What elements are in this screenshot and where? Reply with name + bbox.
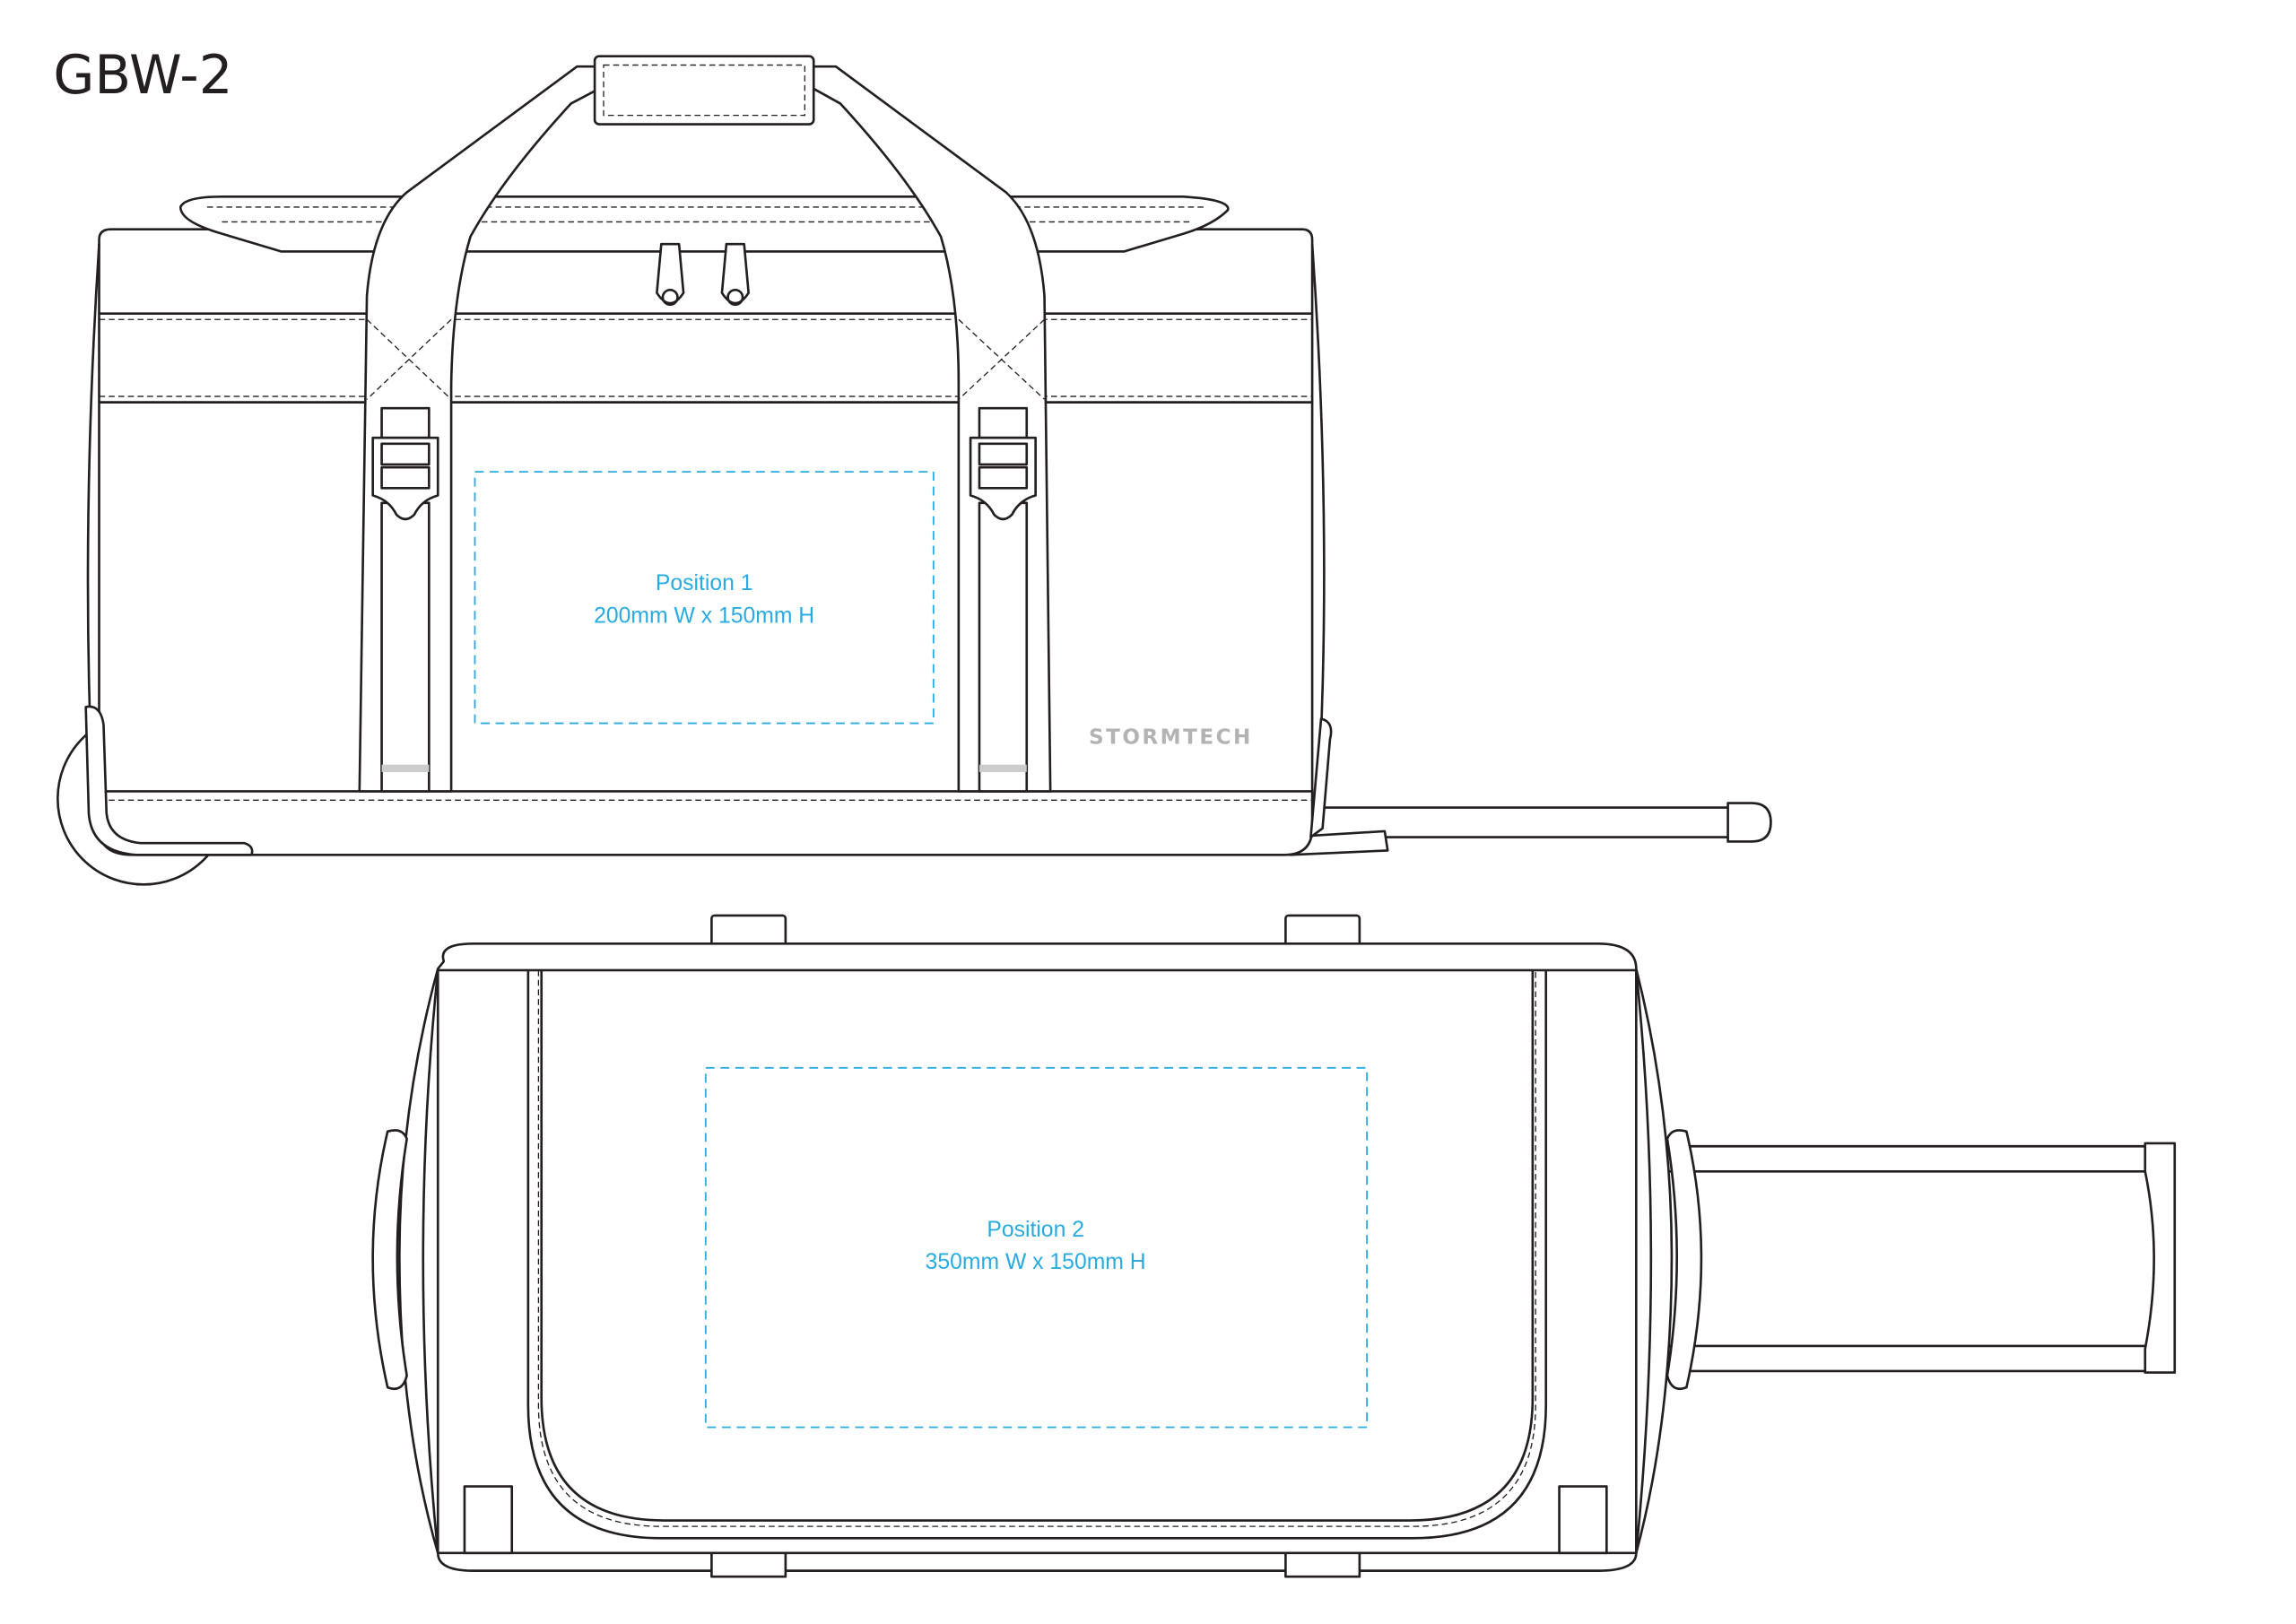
position-2-size: 350mm W x 150mm H <box>926 1250 1146 1274</box>
left-buckle <box>371 406 439 793</box>
lid-panel <box>526 969 1548 1540</box>
right-buckle <box>969 406 1037 793</box>
print-area-position-1 <box>474 471 935 725</box>
top-grip <box>593 55 815 126</box>
position-1-label: Position 1 <box>656 571 753 595</box>
right-side-handle <box>1665 1129 1703 1391</box>
product-code: GBW-2 <box>53 45 232 107</box>
position-2-label: Position 2 <box>987 1218 1084 1242</box>
zipper-pulls <box>656 242 750 307</box>
telescoping-handle <box>1665 1144 2150 1373</box>
top-view: Position 2 350mm W x 150mm H <box>371 914 2177 1578</box>
brand-logo: STORMTECH <box>1089 726 1253 750</box>
front-view: Position 1 200mm W x 150mm H STORMTECH <box>57 55 1772 886</box>
position-1-size: 200mm W x 150mm H <box>594 604 814 628</box>
left-side-handle <box>371 1129 408 1391</box>
handle-grip <box>1726 802 1772 843</box>
bag-body <box>98 228 1314 856</box>
lid <box>178 195 1230 253</box>
print-area-position-2 <box>704 1066 1369 1429</box>
